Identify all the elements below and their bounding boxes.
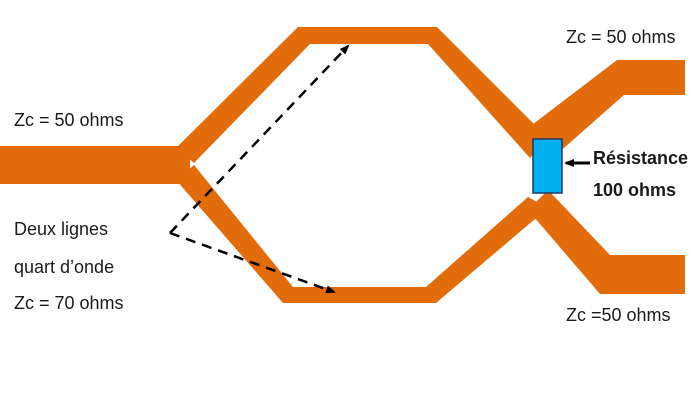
pointer-arrow-lower [169, 231, 336, 294]
quarter-wave-label-line1: Deux lignes [14, 219, 108, 239]
output-top-trace [528, 60, 685, 162]
lower-branch-trace [176, 165, 548, 303]
pointer-arrow-upper [169, 44, 350, 234]
output-bottom-trace [528, 190, 685, 294]
input-impedance-label: Zc = 50 ohms [14, 110, 124, 130]
output-bottom-impedance-label: Zc =50 ohms [566, 305, 671, 325]
output-top-impedance-label: Zc = 50 ohms [566, 27, 676, 47]
isolation-resistor [532, 138, 563, 194]
input-trace [0, 146, 190, 184]
quarter-wave-label-line3: Zc = 70 ohms [14, 293, 124, 313]
resistor-label-line1: Résistance [593, 148, 688, 168]
quarter-wave-label-line2: quart d’onde [14, 257, 114, 277]
resistor-label-line2: 100 ohms [593, 180, 676, 200]
upper-branch-trace [176, 27, 548, 163]
